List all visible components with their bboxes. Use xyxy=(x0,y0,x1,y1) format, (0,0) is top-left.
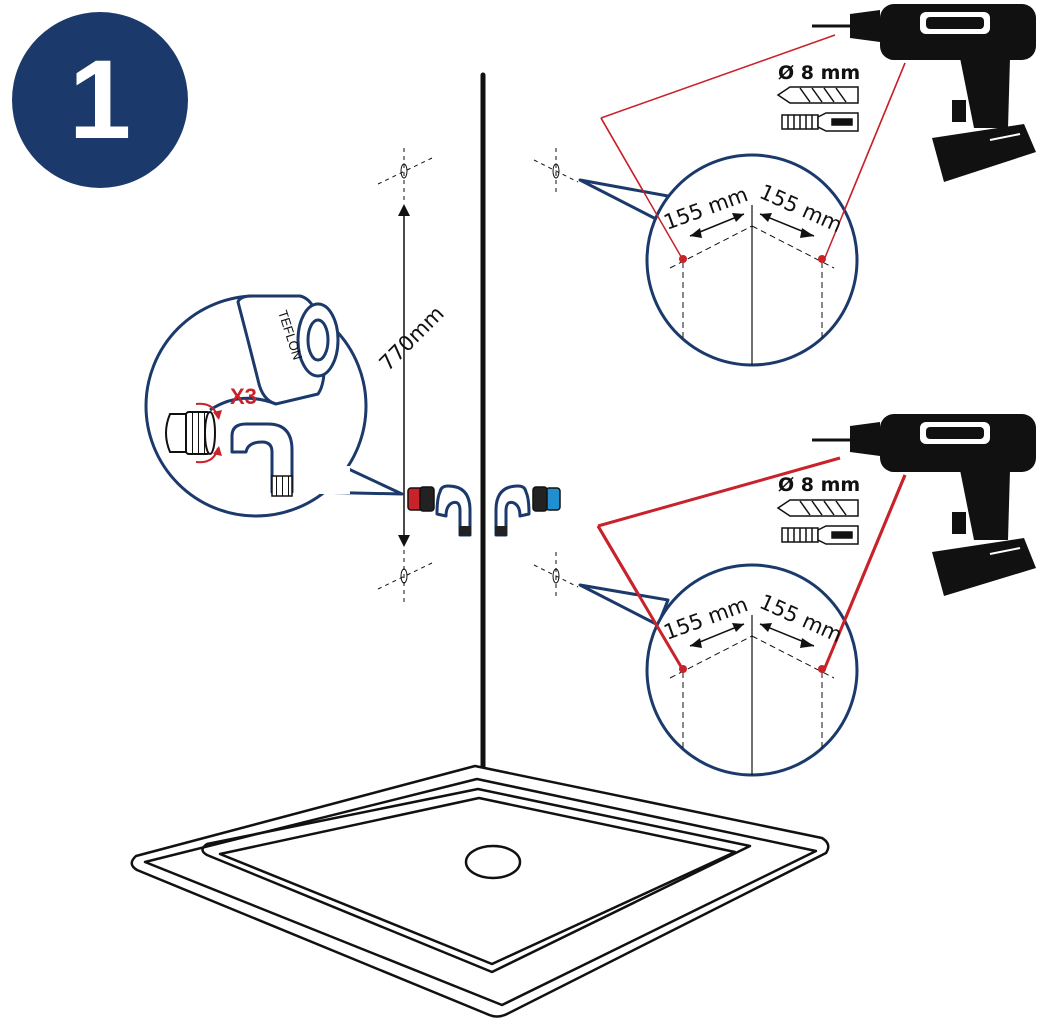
drill-point-marker xyxy=(679,255,687,263)
drill-bit-icon xyxy=(776,499,859,517)
bit-diameter-label: Ø 8 mm xyxy=(778,62,860,84)
drill-bit-icon xyxy=(776,86,859,104)
right-drill-marks xyxy=(533,148,579,600)
left-drill-marks xyxy=(377,148,433,605)
cold-water-connection xyxy=(494,484,561,537)
cold-water-cap-icon xyxy=(545,487,561,511)
wall-plug-icon xyxy=(781,112,859,132)
teflon-tape-roll-icon xyxy=(209,294,340,412)
drain-icon xyxy=(464,844,522,880)
bottom-mounting-detail: 155 mm 155 mm xyxy=(578,456,907,777)
teflon-detail-callout: TEFLON X3 xyxy=(144,294,404,518)
hot-water-connection xyxy=(407,484,472,537)
drill-point-marker xyxy=(818,665,826,673)
cold-water-elbow-icon xyxy=(494,484,531,537)
wall-plug-icon xyxy=(781,525,859,545)
drill-point-marker xyxy=(679,665,687,673)
hot-water-elbow-icon xyxy=(435,484,472,537)
guide-line-top xyxy=(600,34,836,119)
step-badge-circle xyxy=(12,12,188,188)
step-number: 1 xyxy=(69,37,131,162)
bottom-drill-group: Ø 8 mm xyxy=(776,414,1036,596)
threaded-fitting-icon xyxy=(165,402,222,464)
detail-elbow-icon xyxy=(230,422,294,497)
height-dimension-label: 770mm xyxy=(375,301,449,375)
guide-line-top xyxy=(597,456,841,528)
power-drill-icon xyxy=(812,414,1036,596)
top-mounting-detail: 155 mm 155 mm xyxy=(578,34,906,367)
step-badge: 1 xyxy=(12,12,188,188)
top-drill-group: Ø 8 mm xyxy=(776,4,1036,182)
power-drill-icon xyxy=(812,4,1036,182)
wrap-count-label: X3 xyxy=(230,384,257,409)
shower-tray xyxy=(130,764,830,1018)
drill-point-marker xyxy=(818,255,826,263)
bit-diameter-label: Ø 8 mm xyxy=(778,474,860,496)
